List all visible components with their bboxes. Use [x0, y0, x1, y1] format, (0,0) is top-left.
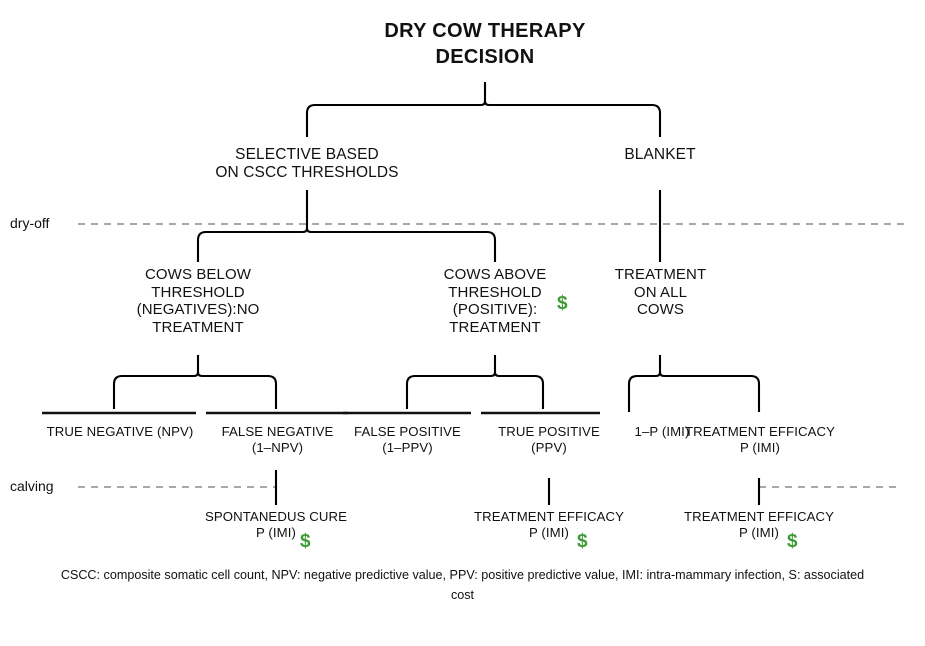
calving-label: calving: [10, 478, 54, 494]
leaf-false-positive[interactable]: FALSE POSITIVE (1–PPV): [354, 424, 461, 455]
cost-marker-spontaneous-cure: $: [300, 531, 311, 552]
leaf-no-imi[interactable]: 1–P (IMI): [634, 424, 690, 439]
outcome-treatment-efficacy-all[interactable]: TREATMENT EFFICACY P (IMI): [683, 509, 835, 540]
leaf-false-negative[interactable]: FALSE NEGATIVE (1–NPV): [221, 424, 334, 455]
page-title: DRY COW THERAPY DECISION: [384, 20, 586, 68]
cost-marker-efficacy-positive: $: [577, 531, 588, 552]
cost-marker-above-threshold: $: [557, 293, 568, 314]
edge-selective-to-above: [305, 227, 497, 262]
node-treatment-on-all-cows[interactable]: TREATMENT ON ALL COWS: [614, 266, 707, 319]
node-selective-based-on-cscc[interactable]: SELECTIVE BASED ON CSCC THRESHOLDS: [215, 146, 399, 182]
edge-above-to-fp: [405, 371, 497, 409]
edge-all-to-noimi: [627, 371, 662, 412]
figure-caption: CSCC: composite somatic cell count, NPV:…: [60, 568, 865, 602]
cost-marker-efficacy-all: $: [787, 531, 798, 552]
edge-root-to-selective: [305, 100, 487, 137]
edge-above-to-tp: [493, 371, 545, 409]
edge-all-to-effb: [658, 371, 761, 412]
outcome-spontaneous-cure[interactable]: SPONTANEDUS CURE P (IMI): [204, 509, 348, 540]
dry-off-label: dry-off: [10, 215, 50, 231]
edge-below-to-fn: [196, 371, 278, 409]
leaf-true-positive[interactable]: TRUE POSITIVE (PPV): [498, 424, 600, 455]
edge-selective-to-below: [196, 227, 309, 262]
leaf-true-negative[interactable]: TRUE NEGATIVE (NPV): [46, 424, 194, 439]
edge-below-to-tn: [112, 371, 200, 409]
edge-root-to-blanket: [483, 100, 662, 137]
node-blanket[interactable]: BLANKET: [624, 146, 696, 163]
outcome-treatment-efficacy-positive[interactable]: TREATMENT EFFICACY P (IMI): [473, 509, 625, 540]
leaf-treatment-efficacy-blanket[interactable]: TREATMENT EFFICACY P (IMI): [684, 424, 836, 455]
node-cows-above-threshold[interactable]: COWS ABOVE THRESHOLD (POSITIVE): TREATME…: [443, 266, 547, 337]
node-cows-below-threshold[interactable]: COWS BELOW THRESHOLD (NEGATIVES):NO TREA…: [136, 266, 260, 337]
